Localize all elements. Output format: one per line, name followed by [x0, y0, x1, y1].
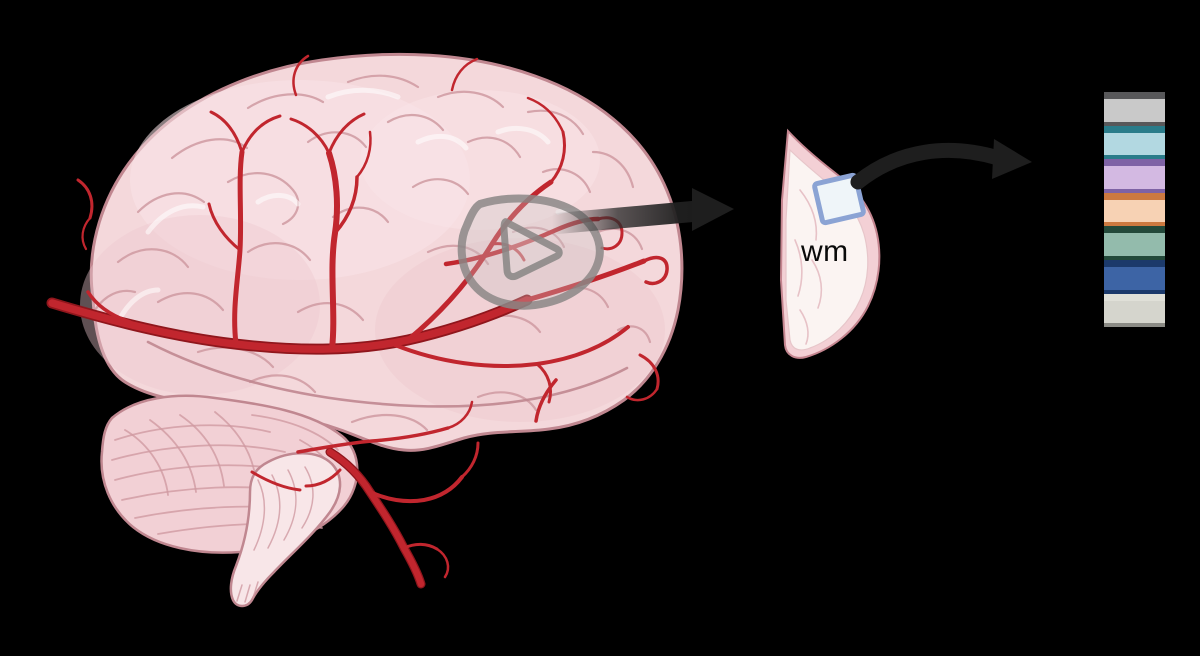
white-matter-label: wm	[801, 235, 849, 268]
slide-stack	[1104, 92, 1165, 328]
brainstem-lines	[236, 466, 314, 603]
slice-veins	[794, 189, 823, 345]
transfer-arrow-icon	[850, 139, 1032, 190]
region-inner-outline	[500, 218, 563, 281]
tissue-slice	[779, 128, 881, 359]
slab-sage-green	[1104, 226, 1165, 260]
sample-square	[812, 172, 866, 226]
sylvian-fissure-line	[146, 340, 629, 408]
slab-gray	[1104, 92, 1165, 126]
extraction-arrow-icon	[551, 188, 734, 235]
slab-off-white	[1104, 293, 1165, 328]
slab-blue	[1104, 259, 1165, 294]
brain-illustration	[46, 52, 684, 608]
slab-light-blue	[1104, 125, 1165, 160]
hanging-arteries	[250, 400, 480, 588]
slab-peach	[1104, 192, 1165, 227]
slab-lavender	[1104, 159, 1165, 193]
